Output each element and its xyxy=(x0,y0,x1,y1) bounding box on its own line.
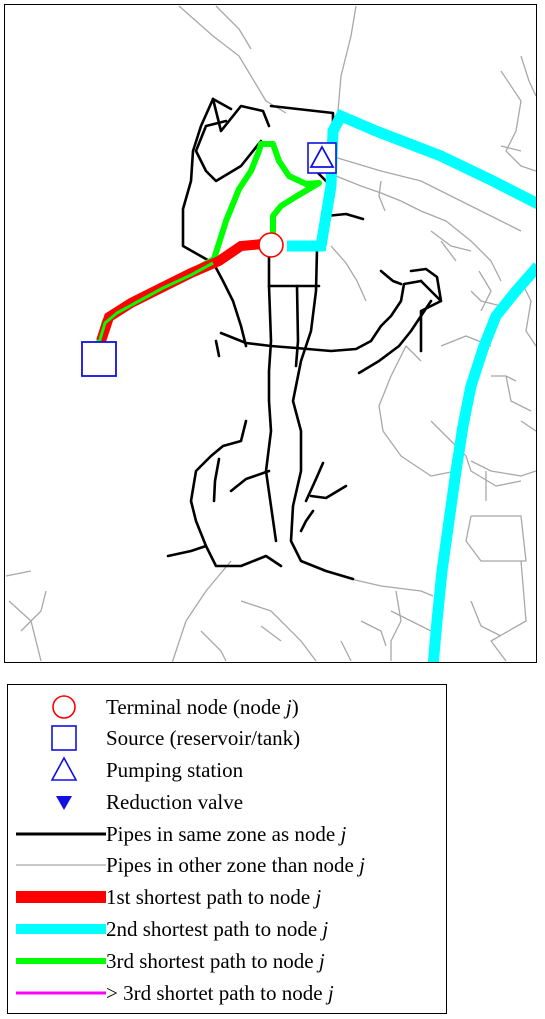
legend-label-pump: Pumping station xyxy=(106,758,244,782)
legend-item-source: Source (reservoir/tank) xyxy=(8,722,446,754)
legend-label-other-zone: Pipes in other zone than node j xyxy=(106,853,365,877)
legend-item-terminal: Terminal node (node j) xyxy=(8,691,446,723)
legend-label-source: Source (reservoir/tank) xyxy=(106,726,301,750)
legend-label-same-zone: Pipes in same zone as node j xyxy=(106,822,347,846)
legend-label-second-path: 2nd shortest path to node j xyxy=(106,917,329,941)
terminal-node-icon xyxy=(258,232,284,258)
legend-item-second-path: 2nd shortest path to node j xyxy=(8,913,446,945)
legend-item-other-zone: Pipes in other zone than node j xyxy=(8,849,446,881)
legend: Terminal node (node j) Source (reservoir… xyxy=(7,684,447,1014)
legend-label-terminal: Terminal node (node j) xyxy=(106,695,299,719)
legend-item-valve: Reduction valve xyxy=(8,786,446,818)
pumping-station-triangle-icon xyxy=(50,756,78,781)
source-reservoir-icon xyxy=(81,341,117,377)
network-map-canvas xyxy=(5,5,536,662)
network-map xyxy=(4,4,537,663)
legend-item-first-path: 1st shortest path to node j xyxy=(8,881,446,913)
first-shortest-path xyxy=(96,239,264,343)
source-square-icon xyxy=(51,725,77,751)
legend-item-pump: Pumping station xyxy=(8,754,446,786)
second-shortest-path xyxy=(287,108,536,662)
legend-item-third-path: 3rd shortest path to node j xyxy=(8,945,446,977)
other-zone-pipe-line-icon xyxy=(16,864,106,866)
legend-item-same-zone: Pipes in same zone as node j xyxy=(8,818,446,850)
first-path-line-icon xyxy=(16,891,106,903)
second-path-line-icon xyxy=(16,924,106,934)
legend-label-beyond-third-path: > 3rd shortet path to node j xyxy=(106,981,334,1005)
beyond-third-path-line-icon xyxy=(16,991,106,995)
reduction-valve-triangle-icon xyxy=(56,796,72,810)
third-path-line-icon xyxy=(16,958,106,964)
same-zone-pipe-line-icon xyxy=(16,832,106,836)
same-zone-pipes xyxy=(166,97,443,581)
legend-item-beyond-third-path: > 3rd shortet path to node j xyxy=(8,977,446,1009)
legend-label-valve: Reduction valve xyxy=(106,790,244,814)
legend-label-third-path: 3rd shortest path to node j xyxy=(106,949,325,973)
pumping-station-icon xyxy=(309,145,335,168)
third-shortest-path-overlay xyxy=(96,261,214,347)
terminal-node-circle-icon xyxy=(52,695,76,719)
legend-label-first-path: 1st shortest path to node j xyxy=(106,885,322,909)
